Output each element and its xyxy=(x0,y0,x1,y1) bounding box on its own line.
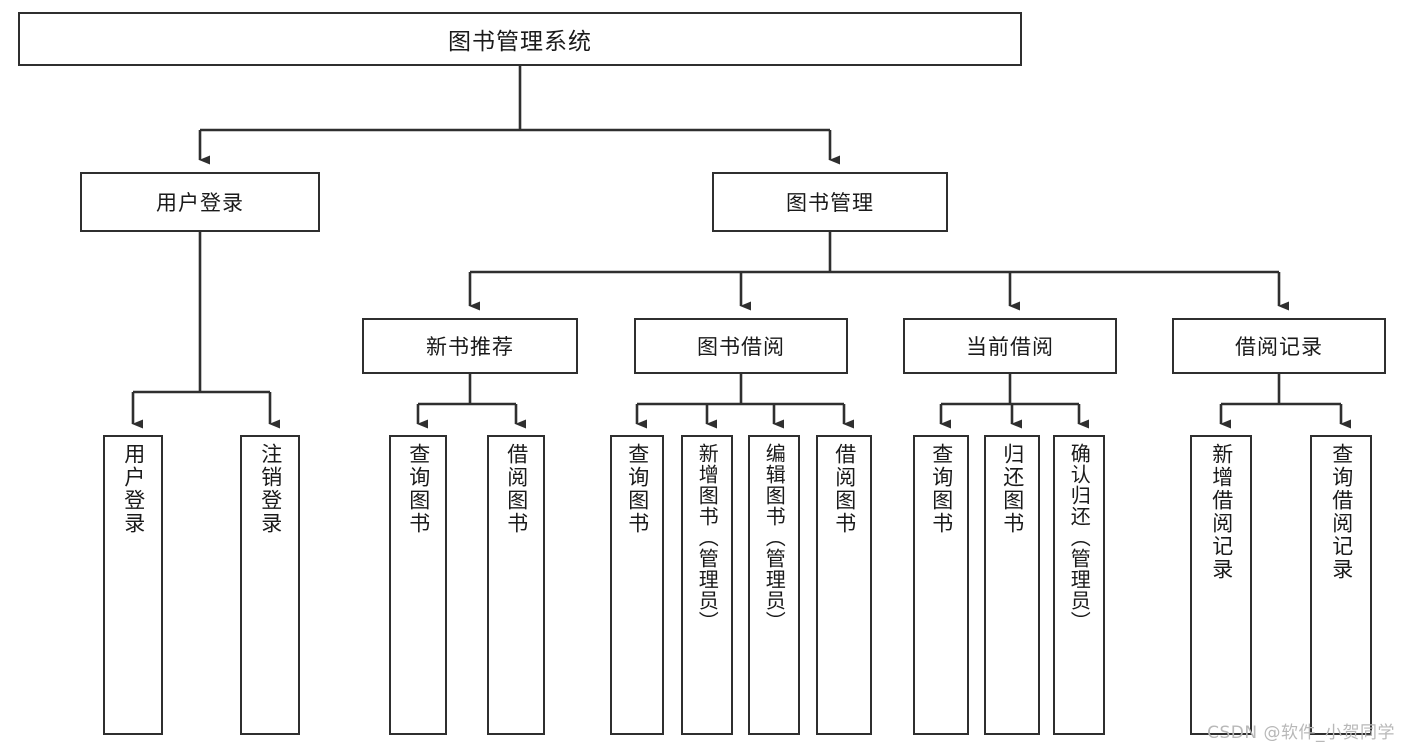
csdn-watermark: CSDN @软件_小贺同学 xyxy=(1207,723,1395,743)
node-user-login-label: 用户登录 xyxy=(156,191,244,215)
node-leaf-query-book-1-label: 查询图书 xyxy=(406,443,431,535)
node-leaf-query-book-3[interactable]: 查询图书 xyxy=(913,435,969,735)
node-leaf-add-record[interactable]: 新增借阅记录 xyxy=(1190,435,1252,735)
node-root-label: 图书管理系统 xyxy=(448,29,592,55)
node-book-borrow-label: 图书借阅 xyxy=(697,335,785,359)
node-leaf-add-book[interactable]: 新增图书（管理员） xyxy=(681,435,733,735)
node-leaf-return-book-label: 归还图书 xyxy=(1000,443,1025,535)
node-current-borrow-label: 当前借阅 xyxy=(966,335,1054,359)
node-current-borrow[interactable]: 当前借阅 xyxy=(903,318,1117,374)
node-borrow-record[interactable]: 借阅记录 xyxy=(1172,318,1386,374)
node-leaf-query-record-label: 查询借阅记录 xyxy=(1329,443,1354,581)
node-new-book-rec[interactable]: 新书推荐 xyxy=(362,318,578,374)
node-leaf-user-logout-label: 注销登录 xyxy=(258,443,283,535)
node-leaf-confirm-return[interactable]: 确认归还（管理员） xyxy=(1053,435,1105,735)
node-leaf-borrow-book-1-label: 借阅图书 xyxy=(504,443,529,535)
node-leaf-user-login[interactable]: 用户登录 xyxy=(103,435,163,735)
node-leaf-confirm-return-label: 确认归还（管理员） xyxy=(1067,443,1092,632)
node-leaf-query-book-2-label: 查询图书 xyxy=(625,443,650,535)
node-leaf-add-record-label: 新增借阅记录 xyxy=(1209,443,1234,581)
node-root[interactable]: 图书管理系统 xyxy=(18,12,1022,66)
node-leaf-query-book-3-label: 查询图书 xyxy=(929,443,954,535)
node-leaf-query-book-1[interactable]: 查询图书 xyxy=(389,435,447,735)
node-book-borrow[interactable]: 图书借阅 xyxy=(634,318,848,374)
node-leaf-query-book-2[interactable]: 查询图书 xyxy=(610,435,664,735)
node-leaf-borrow-book-2[interactable]: 借阅图书 xyxy=(816,435,872,735)
node-user-login[interactable]: 用户登录 xyxy=(80,172,320,232)
node-leaf-borrow-book-2-label: 借阅图书 xyxy=(832,443,857,535)
node-new-book-rec-label: 新书推荐 xyxy=(426,335,514,359)
node-leaf-return-book[interactable]: 归还图书 xyxy=(984,435,1040,735)
node-leaf-edit-book[interactable]: 编辑图书（管理员） xyxy=(748,435,800,735)
node-book-manage[interactable]: 图书管理 xyxy=(712,172,948,232)
node-leaf-user-logout[interactable]: 注销登录 xyxy=(240,435,300,735)
node-leaf-query-record[interactable]: 查询借阅记录 xyxy=(1310,435,1372,735)
node-leaf-borrow-book-1[interactable]: 借阅图书 xyxy=(487,435,545,735)
node-leaf-edit-book-label: 编辑图书（管理员） xyxy=(762,443,787,632)
node-book-manage-label: 图书管理 xyxy=(786,191,874,215)
node-borrow-record-label: 借阅记录 xyxy=(1235,335,1323,359)
node-leaf-add-book-label: 新增图书（管理员） xyxy=(695,443,720,632)
node-leaf-user-login-label: 用户登录 xyxy=(121,443,146,535)
